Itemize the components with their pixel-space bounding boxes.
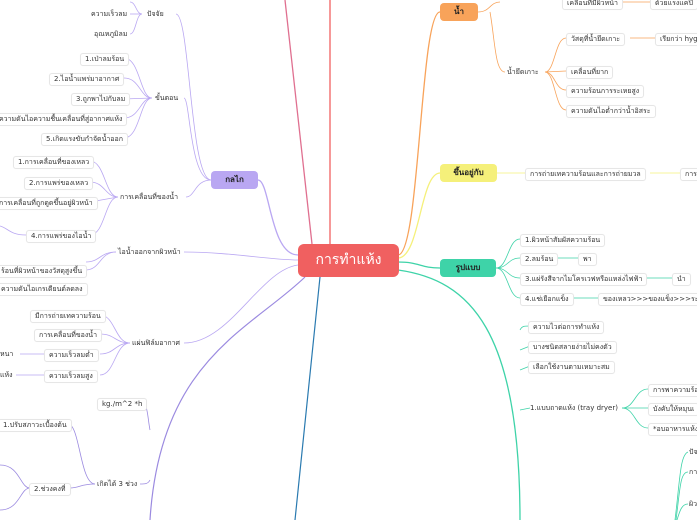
connector-forms: [397, 261, 441, 269]
depends-node-b[interactable]: การ: [680, 168, 697, 181]
air-item-b[interactable]: หนา: [0, 350, 14, 358]
lower-node[interactable]: ความไวต่อการทำแห้ง: [528, 321, 605, 334]
air-item[interactable]: การเคลื่อนที่ของน้ำ: [34, 329, 103, 342]
connector-water: [397, 11, 441, 256]
water-sub-node-b[interactable]: เรียกว่า hyg: [655, 33, 697, 46]
factor-item[interactable]: ความเร็วลม: [91, 10, 128, 18]
factor-item[interactable]: อุณหภูมิลม: [94, 30, 128, 38]
form-node-b[interactable]: นำ: [672, 273, 691, 286]
connector-bottom-blue: [294, 276, 321, 520]
branch-water[interactable]: น้ำ: [440, 3, 478, 21]
connector-kalai: [257, 179, 299, 256]
lower-node[interactable]: บางชนิดสลายง่ายไม่คงตัว: [528, 341, 617, 354]
form-node[interactable]: 3.แผ่รังสีจากไมโครเวฟหรือแหล่งไฟฟ้า: [520, 273, 648, 286]
water-sub-node[interactable]: ความร้อนการระเหยสูง: [566, 85, 645, 98]
air-item-b[interactable]: แห้ง: [0, 371, 13, 379]
evap-item[interactable]: ร้อนที่ผิวหน้าของวัสดุสูงขึ้น: [0, 265, 88, 278]
movement-node[interactable]: การเคลื่อนที่ของน้ำ: [120, 193, 179, 201]
form-node[interactable]: 4.แช่เยือกแข็ง: [520, 293, 574, 306]
water-sub-node[interactable]: ความดันไอต่ำกว่าน้ำอิสระ: [566, 105, 656, 118]
evap-node[interactable]: ไอน้ำออกจากผิวหน้า: [118, 248, 181, 256]
movement-item[interactable]: 1.การเคลื่อนที่ของเหลว: [13, 156, 95, 169]
connector-lower: [397, 269, 521, 520]
depends-node[interactable]: การถ่ายเทความร้อนและการถ่ายมวล: [525, 168, 646, 181]
step-item[interactable]: 1.เป่าลมร้อน: [80, 53, 130, 66]
rate-unit-node[interactable]: kg./m^2 *h: [97, 398, 148, 411]
water-sub-node[interactable]: วัสดุที่น้ำยึดเกาะ: [566, 33, 626, 46]
form-node[interactable]: 2.ลมร้อน: [520, 253, 559, 266]
water-sub-node[interactable]: เคลื่อนที่ยาก: [566, 66, 614, 79]
rate-phase-item[interactable]: 2.ช่วงคงที่: [29, 483, 71, 496]
step-item[interactable]: ความดันไอความชื้นเคลื่อนที่สู่อากาศแห้ง: [0, 113, 128, 126]
tray-dryer-node[interactable]: 1.แบบถาดแห้ง (tray dryer): [530, 404, 618, 412]
factors-node[interactable]: ปัจจัย: [147, 10, 164, 18]
central-topic[interactable]: การทำแห้ง: [298, 244, 399, 277]
connector-top-pink: [284, 0, 313, 245]
air-film-node[interactable]: แผ่นฟิล์มอากาศ: [132, 339, 181, 347]
rate-phases-node[interactable]: เกิดได้ 3 ช่วง: [97, 480, 138, 488]
air-item[interactable]: ความเร็วลมต่ำ: [44, 349, 99, 362]
form-node-b[interactable]: ของเหลว>>>ของแข็ง>>>ระเหิด: [598, 293, 697, 306]
step-item[interactable]: 3.ถูกพาไปกับลม: [71, 93, 131, 106]
movement-item[interactable]: 2.การแพร่ของเหลว: [24, 177, 94, 190]
form-node-b[interactable]: พา: [578, 253, 597, 266]
form-node[interactable]: 1.ผิวหน้าสัมผัสความร้อน: [520, 234, 606, 247]
lower-node[interactable]: เลือกใช้งานตามเหมาะสม: [528, 361, 615, 374]
branch-forms[interactable]: รูปแบบ: [440, 259, 496, 277]
evap-item[interactable]: ความดันไอเกรเดียนต์ลดลง: [0, 283, 88, 296]
lower-right-node[interactable]: กา: [689, 468, 697, 476]
tray-sub-node[interactable]: การพาความร้อ: [648, 384, 697, 397]
movement-item[interactable]: 4.การแพร่ของไอน้ำ: [26, 230, 97, 243]
tray-sub-node[interactable]: บังคับให้หมุนเ: [648, 403, 697, 416]
movement-item[interactable]: การเคลื่อนที่ถูกดูดขึ้นอยู่ผิวหน้า: [0, 197, 98, 210]
connector-depends: [397, 172, 441, 259]
air-item[interactable]: ความเร็วลมสูง: [44, 370, 98, 383]
branch-depends[interactable]: ขึ้นอยู่กับ: [440, 164, 497, 182]
connector-rate: [149, 276, 306, 520]
branch-kalai[interactable]: กลไก: [211, 171, 258, 189]
step-item[interactable]: 2.ไอน้ำแพร่มาอากาศ: [49, 73, 125, 86]
water-bound-node[interactable]: น้ำยึดเกาะ: [507, 68, 539, 76]
lower-right-node[interactable]: ผิว: [689, 500, 697, 508]
water-top-node-b[interactable]: ด้วยแรงแคปิ: [650, 0, 697, 10]
water-top-node[interactable]: เคลื่อนที่มีผิวหน้า: [562, 0, 623, 10]
air-item[interactable]: มีการถ่ายเทความร้อน: [30, 310, 106, 323]
step-item[interactable]: 5.เกิดแรงขับกำจัดน้ำออก: [41, 133, 128, 146]
steps-node[interactable]: ขั้นตอน: [155, 94, 179, 102]
tray-sub-node[interactable]: *อบอาหารแห้ง: [648, 423, 697, 436]
rate-phase-item[interactable]: 1.ปรับสภาวะเบื้องต้น: [0, 419, 72, 432]
lower-right-node[interactable]: ปัจ: [689, 448, 697, 456]
